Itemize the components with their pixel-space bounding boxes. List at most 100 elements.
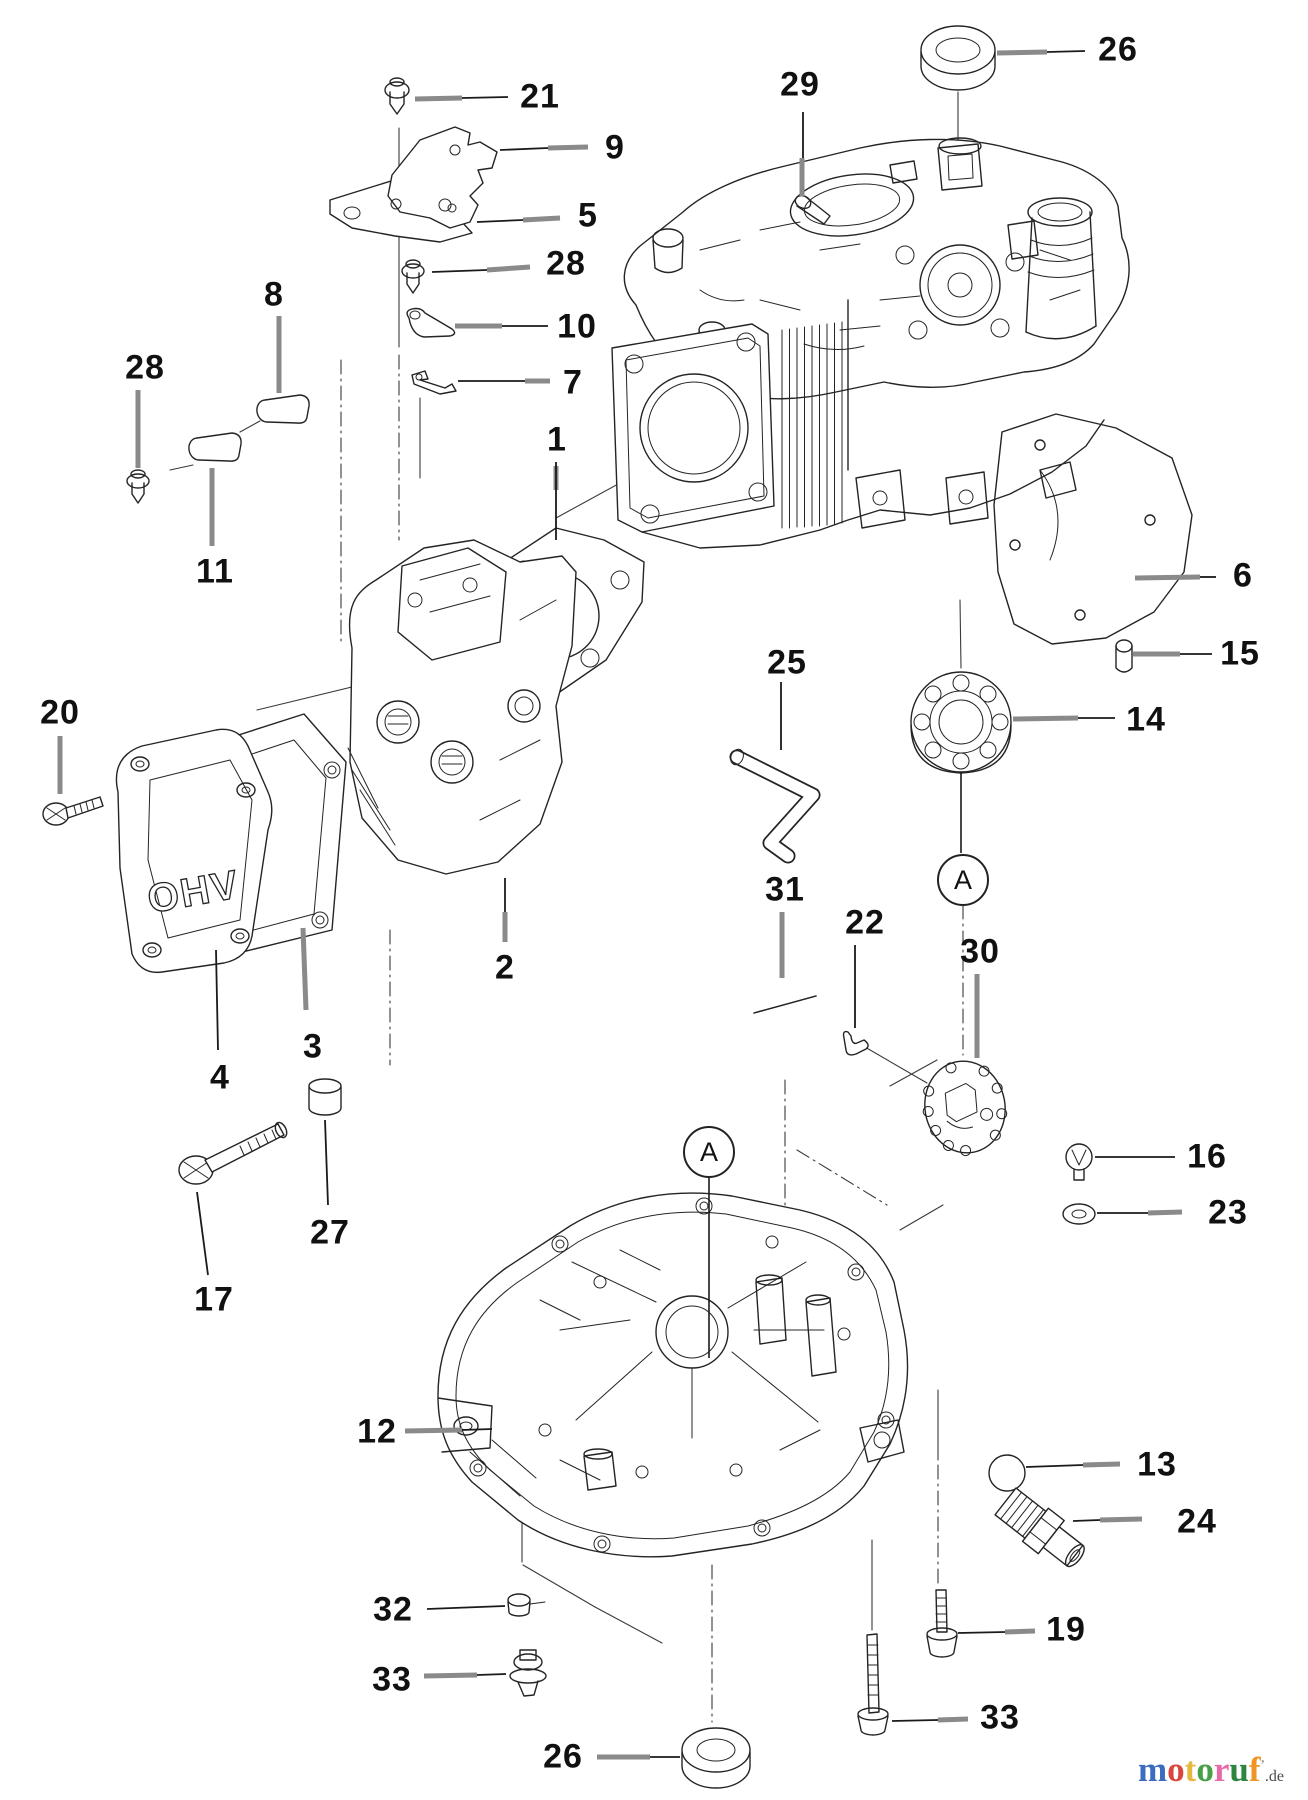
callout-label-11: 11	[196, 552, 234, 591]
callout-label-10: 10	[557, 307, 597, 346]
callout-label-27: 27	[310, 1213, 350, 1252]
callout-label-20: 20	[40, 693, 80, 732]
breather-tube-drawing	[729, 748, 821, 864]
callout-label-7: 7	[563, 363, 583, 402]
leader-gray-3	[300, 927, 309, 1011]
leader-line-12	[461, 1428, 493, 1431]
callout-label-2: 2	[495, 948, 515, 987]
valve-cap-8-drawing	[256, 394, 310, 424]
drain-fitting-drawing	[994, 1487, 1085, 1568]
leader-line-33l	[476, 1673, 507, 1676]
valve-cover-drawing: OHV	[115, 728, 273, 974]
watermark-suffix: .de	[1264, 1768, 1284, 1785]
leader-line-24	[1072, 1519, 1101, 1522]
leader-line-21	[461, 96, 509, 99]
washer-drawing	[1062, 1203, 1096, 1225]
cylinder-block-drawing	[611, 137, 1130, 549]
callout-label-13: 13	[1137, 1445, 1177, 1484]
o-ring-drawing	[988, 1454, 1026, 1492]
callout-label-31: 31	[765, 870, 805, 909]
callout-label-9: 9	[605, 128, 625, 167]
oil-seal-bottom-drawing	[681, 1727, 751, 1789]
leader-gray-6	[1134, 574, 1201, 581]
callout-label-25: 25	[767, 643, 807, 682]
pan-bolt-19-drawing	[926, 1589, 958, 1658]
leader-gray-9	[547, 144, 589, 151]
leader-gray-26t	[996, 49, 1048, 56]
callout-label-24: 24	[1177, 1502, 1217, 1541]
governor-gear-drawing	[922, 1060, 1008, 1157]
watermark-letter: f	[1248, 1750, 1261, 1789]
leader-line-5	[476, 219, 524, 223]
leader-line-32	[426, 1605, 506, 1610]
watermark-letter: r	[1213, 1750, 1230, 1789]
callout-label-16: 16	[1187, 1137, 1227, 1176]
leader-line-13	[1025, 1464, 1084, 1468]
breather-bolt-21-drawing	[384, 77, 410, 115]
callout-label-5: 5	[578, 196, 598, 235]
leader-gray-5	[522, 215, 561, 223]
callout-label-8: 8	[264, 275, 284, 314]
callout-label-26b: 26	[543, 1737, 583, 1776]
callout-label-3: 3	[303, 1027, 323, 1066]
leader-line-4	[215, 949, 219, 1051]
leader-gray-21	[414, 95, 463, 102]
breather-cover-drawing	[329, 126, 498, 243]
oil-pan-drawing	[437, 1192, 909, 1558]
site-watermark: motoruf’.de	[1138, 1752, 1284, 1787]
crankcase-gasket-drawing	[993, 413, 1193, 645]
watermark-tick: ’	[1260, 1756, 1265, 1772]
callout-label-29: 29	[780, 65, 820, 104]
leader-line-26t	[1046, 50, 1086, 53]
callout-label-14: 14	[1126, 700, 1166, 739]
pan-bolt-33-right-drawing	[857, 1633, 889, 1736]
oil-seal-top-drawing	[920, 25, 996, 91]
leader-gray-28t	[486, 264, 531, 273]
watermark-letter: t	[1184, 1750, 1197, 1789]
leader-gray-33r	[937, 1716, 969, 1723]
drain-bolt-33-left-drawing	[509, 1649, 547, 1697]
cylinder-head-drawing	[347, 539, 577, 875]
leader-gray-23	[1147, 1209, 1183, 1216]
callout-label-1: 1	[547, 420, 567, 459]
callout-label-28l: 28	[125, 348, 165, 387]
watermark-letter: o	[1196, 1750, 1214, 1789]
breather-clip-drawing	[411, 370, 457, 395]
watermark-letter: u	[1229, 1750, 1249, 1789]
callout-label-4: 4	[210, 1058, 230, 1097]
callout-label-6: 6	[1233, 556, 1253, 595]
callout-label-17: 17	[194, 1280, 234, 1319]
leader-gray-33l	[423, 1672, 478, 1679]
callout-label-26t: 26	[1098, 30, 1138, 69]
leader-gray-14	[1012, 715, 1079, 722]
callout-label-28t: 28	[546, 244, 586, 283]
head-bolt-17-drawing	[178, 1121, 288, 1185]
bushing-27-drawing	[308, 1078, 342, 1116]
leader-gray-13	[1082, 1461, 1121, 1468]
leader-gray-12	[404, 1427, 463, 1434]
callout-label-33l: 33	[372, 1660, 412, 1699]
nut-32-drawing	[507, 1593, 546, 1617]
cover-bolt-20-drawing	[42, 796, 104, 826]
dowel-pin-drawing	[1115, 639, 1133, 673]
retainer-clip-drawing	[842, 1030, 869, 1056]
callout-label-33r: 33	[980, 1698, 1020, 1737]
callout-label-23: 23	[1208, 1193, 1248, 1232]
callout-label-30: 30	[960, 932, 1000, 971]
leader-gray-19	[1004, 1628, 1036, 1635]
view-ref-a-bottom: A	[683, 1126, 735, 1178]
leader-line-19	[957, 1631, 1006, 1634]
breather-bracket-drawing	[406, 307, 456, 338]
bolt-28-left-drawing	[126, 469, 150, 504]
check-valve-drawing	[1065, 1143, 1093, 1181]
view-ref-a-top: A	[937, 854, 989, 906]
callout-label-15: 15	[1220, 634, 1260, 673]
leader-line-17	[196, 1191, 209, 1276]
callout-label-21: 21	[520, 77, 560, 116]
watermark-letter: m	[1138, 1750, 1168, 1789]
callout-label-22: 22	[845, 903, 885, 942]
leader-line-9	[499, 147, 549, 151]
callout-label-32: 32	[373, 1590, 413, 1629]
